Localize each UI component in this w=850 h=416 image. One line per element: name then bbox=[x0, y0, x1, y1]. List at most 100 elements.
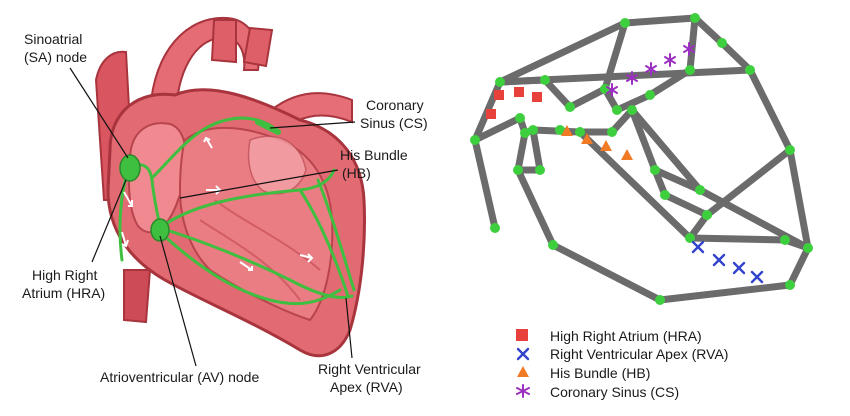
mesh-node bbox=[785, 145, 795, 155]
cs-electrode-marker bbox=[683, 42, 695, 56]
mesh-edge bbox=[514, 166, 557, 249]
mesh-node bbox=[785, 280, 795, 290]
cs-label-line2: Sinus (CS) bbox=[360, 115, 428, 131]
cs-electrode-marker bbox=[664, 53, 676, 67]
mesh-edge bbox=[786, 146, 812, 252]
mesh-node bbox=[745, 65, 755, 75]
conduction-system bbox=[118, 116, 356, 306]
legend-rva-x-icon bbox=[516, 347, 530, 361]
cs-electrode-marker bbox=[645, 62, 657, 76]
leader-lines bbox=[69, 67, 356, 367]
mesh-node bbox=[803, 243, 813, 253]
legend: High Right Atrium (HRA) Right Ventricula… bbox=[516, 328, 728, 400]
mesh-edge bbox=[718, 39, 754, 74]
mesh-edge bbox=[496, 76, 549, 86]
mesh-node bbox=[695, 185, 705, 195]
mesh-node bbox=[627, 105, 637, 115]
mesh-edge bbox=[496, 19, 629, 86]
mesh-edge bbox=[786, 244, 812, 289]
mesh-node bbox=[780, 235, 790, 245]
mesh-node bbox=[535, 165, 545, 175]
mesh-edge bbox=[613, 91, 654, 114]
mesh-node bbox=[513, 165, 523, 175]
mesh-node bbox=[555, 125, 565, 135]
rva-electrode-marker bbox=[691, 240, 705, 254]
conduction-nodes bbox=[119, 119, 281, 242]
mesh-node bbox=[565, 102, 575, 112]
mesh-edge bbox=[471, 136, 499, 232]
mesh-node bbox=[690, 13, 700, 23]
mesh-node bbox=[607, 127, 617, 137]
mesh-node bbox=[540, 75, 550, 85]
mesh-edge bbox=[621, 14, 699, 27]
rva-electrode-marker bbox=[712, 253, 726, 267]
mesh-node bbox=[702, 210, 712, 220]
sa-node-label-line2: (SA) node bbox=[24, 49, 87, 65]
legend-hra-square-icon bbox=[516, 329, 528, 341]
mesh-edge bbox=[646, 66, 694, 99]
rva-electrode-marker bbox=[732, 261, 746, 275]
mesh-edge bbox=[601, 19, 629, 93]
electrode-markers bbox=[486, 42, 764, 284]
legend-hb-label: His Bundle (HB) bbox=[550, 365, 650, 381]
hra-electrode-marker bbox=[494, 90, 504, 100]
mesh-edge bbox=[691, 14, 726, 47]
hb-electrode-marker bbox=[561, 125, 573, 136]
mesh-edge bbox=[529, 126, 544, 174]
legend-hra-label: High Right Atrium (HRA) bbox=[550, 328, 702, 344]
mesh-edge bbox=[746, 66, 794, 154]
mesh-edge bbox=[686, 234, 789, 244]
legend-hb-triangle-icon bbox=[517, 366, 529, 377]
mesh-edge bbox=[686, 14, 699, 74]
heart-illustration-panel: Sinoatrial (SA) node Coronary Sinus (CS)… bbox=[22, 16, 428, 395]
sa-node-label-line1: Sinoatrial bbox=[24, 31, 82, 47]
hb-electrode-marker bbox=[600, 140, 612, 151]
mesh-node bbox=[660, 190, 670, 200]
mesh-node bbox=[495, 77, 505, 87]
mesh-node bbox=[548, 240, 558, 250]
mesh-edge bbox=[566, 85, 609, 111]
mesh-edge bbox=[628, 106, 704, 194]
hb-electrode-marker bbox=[581, 133, 593, 144]
blood-flow-arrows bbox=[121, 136, 314, 271]
mesh-graph-panel: High Right Atrium (HRA) Right Ventricula… bbox=[450, 0, 850, 416]
mesh-node bbox=[470, 135, 480, 145]
rva-label-line1: Right Ventricular bbox=[318, 361, 421, 377]
rva-label-line2: Apex (RVA) bbox=[330, 379, 403, 395]
mesh-node bbox=[685, 233, 695, 243]
rva-electrode-marker bbox=[750, 270, 764, 284]
mesh-nodes bbox=[470, 13, 813, 305]
mesh-node bbox=[620, 18, 630, 28]
mesh-node bbox=[655, 295, 665, 305]
mesh-edge bbox=[549, 241, 664, 304]
hb-electrode-marker bbox=[621, 149, 633, 160]
mesh-node bbox=[490, 223, 500, 233]
mesh-node bbox=[515, 113, 525, 123]
hra-label-line2: Atrium (HRA) bbox=[22, 285, 105, 301]
cs-label-line1: Coronary bbox=[366, 97, 424, 113]
heart-labels: Sinoatrial (SA) node Coronary Sinus (CS)… bbox=[22, 31, 428, 395]
mesh-edge bbox=[471, 114, 524, 144]
mesh-edge bbox=[514, 129, 529, 174]
mesh-node bbox=[650, 165, 660, 175]
mesh-node bbox=[685, 65, 695, 75]
heart-illustration: Sinoatrial (SA) node Coronary Sinus (CS)… bbox=[22, 16, 428, 395]
mesh-edge bbox=[541, 76, 574, 111]
legend-cs-asterisk-icon bbox=[516, 384, 530, 398]
mesh-edge bbox=[703, 146, 794, 219]
mesh-node bbox=[528, 125, 538, 135]
mesh-edge bbox=[628, 106, 659, 174]
mesh-edge bbox=[661, 191, 711, 219]
hb-label-line1: His Bundle bbox=[340, 147, 408, 163]
mesh-node bbox=[717, 38, 727, 48]
cs-electrode-marker bbox=[606, 83, 618, 97]
mesh-graph: High Right Atrium (HRA) Right Ventricula… bbox=[470, 13, 813, 400]
mesh-node bbox=[520, 128, 530, 138]
mesh-node bbox=[645, 90, 655, 100]
hra-electrode-marker bbox=[532, 92, 542, 102]
mesh-node bbox=[612, 105, 622, 115]
legend-rva-label: Right Ventricular Apex (RVA) bbox=[550, 346, 728, 362]
mesh-node bbox=[575, 127, 585, 137]
mesh-edge bbox=[656, 281, 794, 304]
hb-label-line2: (HB) bbox=[342, 165, 371, 181]
